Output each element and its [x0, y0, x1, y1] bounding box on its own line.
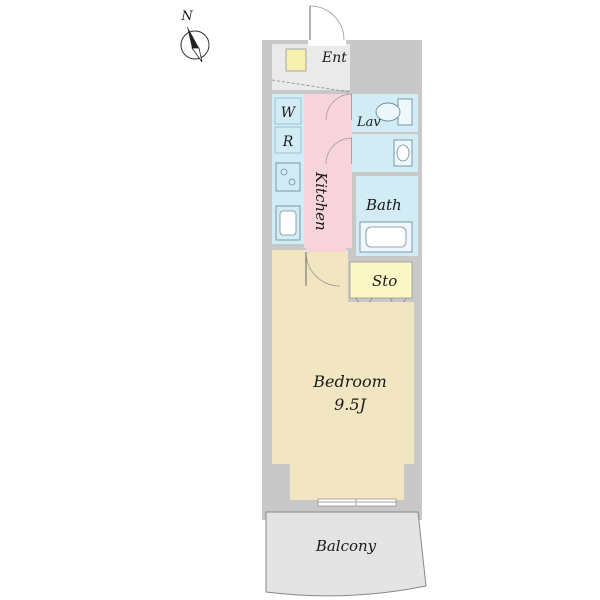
label-storage: Sto — [372, 272, 397, 290]
kitchen-floor — [304, 94, 352, 248]
compass-north-label: N — [180, 9, 193, 24]
label-kitchen: Kitchen — [312, 171, 330, 231]
label-entrance: Ent — [321, 50, 347, 66]
entrance-door[interactable] — [308, 5, 346, 46]
compass-needle-icon — [187, 26, 199, 48]
label-washer-r: R — [282, 134, 294, 150]
compass-tail-icon — [191, 47, 203, 63]
entrance-step-line — [271, 79, 351, 93]
bedroom-door[interactable] — [305, 244, 346, 287]
entrance-floor — [272, 44, 350, 90]
compass: N — [180, 9, 210, 63]
washer-r-box — [274, 126, 302, 154]
wall-mass-right-upper — [345, 84, 422, 94]
label-bedroom-size: 9.5J — [334, 395, 367, 414]
kitchen-sink-icon — [275, 205, 301, 241]
washer-w-box — [274, 97, 302, 125]
storage-floor — [349, 261, 413, 299]
balcony-window[interactable] — [317, 498, 397, 507]
entrance-door-swing — [309, 5, 345, 41]
shoe-box — [285, 48, 307, 72]
label-lavatory: Lav — [356, 115, 381, 130]
balcony-floor — [265, 511, 427, 597]
bathtub-icon — [359, 221, 413, 253]
label-balcony: Balcony — [315, 537, 377, 555]
label-bedroom: Bedroom — [312, 372, 387, 391]
label-bath: Bath — [365, 196, 402, 214]
stove-icon — [275, 162, 301, 192]
toilet-icon — [375, 98, 413, 126]
entrance-door-gap — [308, 36, 346, 46]
washbasin-icon — [393, 139, 413, 167]
label-washer-w: W — [281, 105, 297, 121]
compass-ring — [180, 30, 210, 60]
bedroom-floor — [272, 250, 414, 500]
